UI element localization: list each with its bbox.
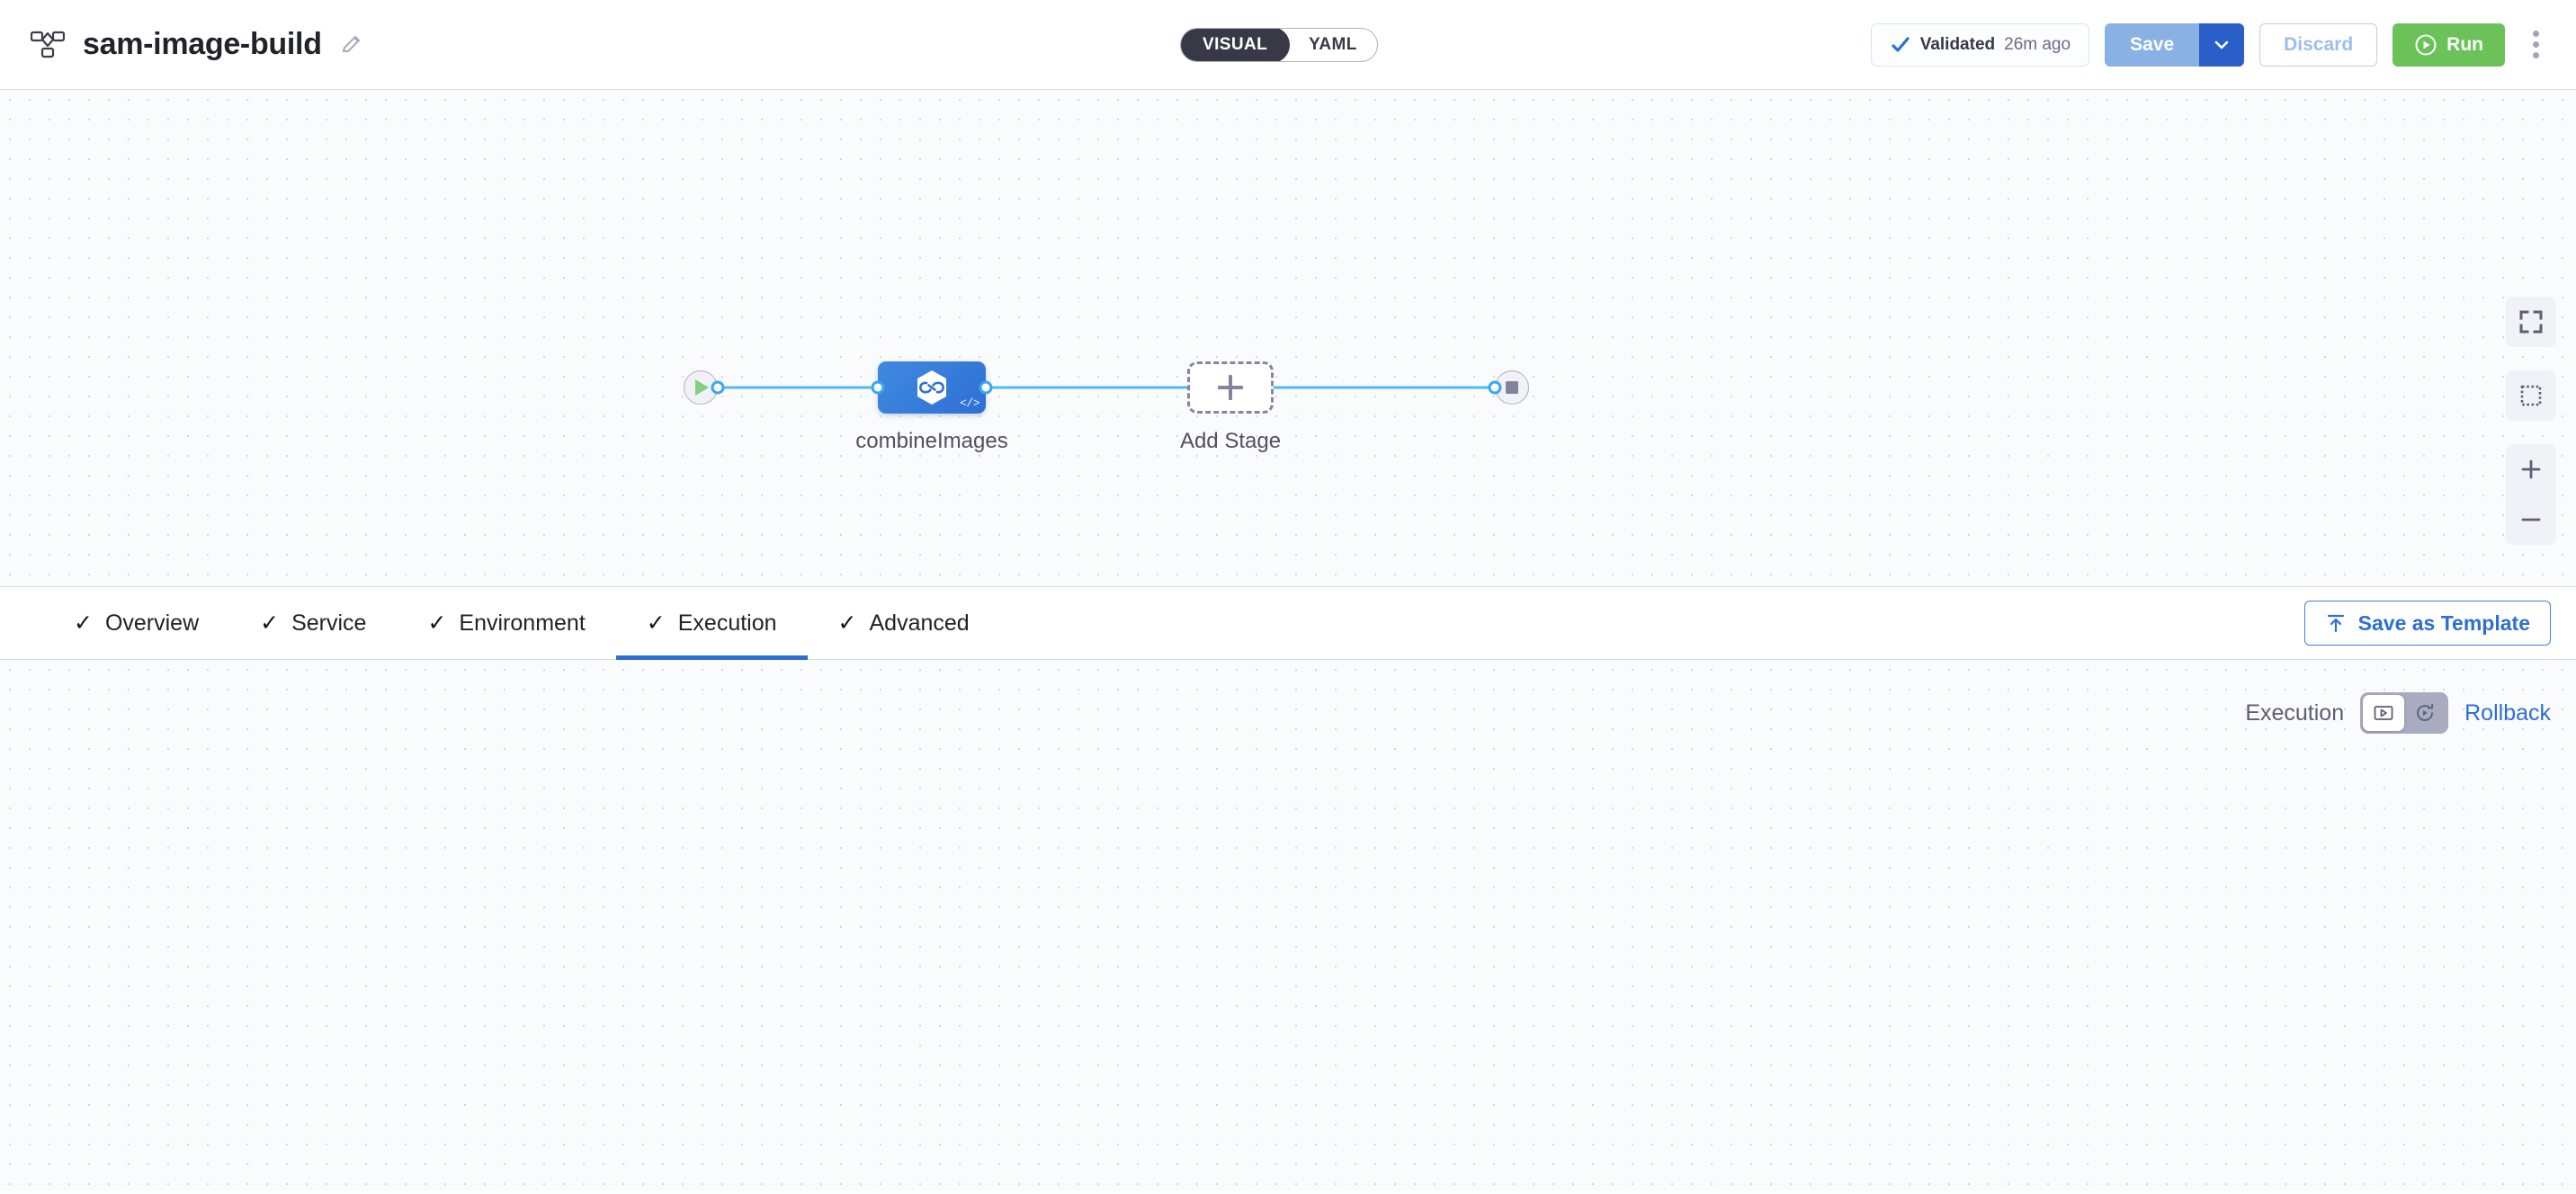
plus-icon xyxy=(1218,375,1243,400)
save-button[interactable]: Save xyxy=(2105,22,2200,67)
run-button[interactable]: Run xyxy=(2393,22,2505,67)
minus-icon xyxy=(2521,518,2541,521)
stage-node-label: combineImages xyxy=(855,429,1008,453)
edge-add-to-end xyxy=(1274,386,1500,389)
tab-execution-label: Execution xyxy=(677,610,777,636)
check-icon: ✓ xyxy=(74,610,93,636)
view-mode-toggle[interactable]: VISUAL YAML xyxy=(1180,27,1378,62)
tab-environment-label: Environment xyxy=(459,610,586,636)
stage-output-port[interactable] xyxy=(979,380,993,395)
edge-start-to-stage xyxy=(718,386,878,389)
save-as-template-label: Save as Template xyxy=(2357,610,2530,635)
expand-icon xyxy=(2519,310,2543,334)
stage-input-port[interactable] xyxy=(871,380,885,395)
canvas-controls xyxy=(2506,297,2556,545)
execution-toggle-label[interactable]: Execution xyxy=(2245,699,2345,726)
stage-node-body[interactable]: </> xyxy=(878,361,986,414)
save-dropdown-button[interactable] xyxy=(2199,22,2245,67)
tab-yaml-mode[interactable]: YAML xyxy=(1309,34,1357,54)
tab-visual-mode[interactable]: VISUAL xyxy=(1180,28,1291,61)
tab-service[interactable]: ✓ Service xyxy=(229,587,397,659)
zoom-in-button[interactable] xyxy=(2506,444,2556,495)
check-icon xyxy=(1892,36,1910,52)
add-stage-label: Add Stage xyxy=(1179,429,1282,453)
execution-rollback-toggle: Execution Rollback xyxy=(2245,692,2551,734)
tab-advanced-label: Advanced xyxy=(869,610,970,636)
app-header: sam-image-build VISUAL YAML Validated 26… xyxy=(0,0,2576,90)
tab-execution[interactable]: ✓ Execution xyxy=(615,587,808,660)
pencil-icon[interactable] xyxy=(338,31,365,58)
execution-play-box-icon[interactable] xyxy=(2363,695,2405,731)
save-button-group: Save xyxy=(2105,22,2245,67)
pipeline-nodes-icon xyxy=(29,26,67,64)
play-circle-icon xyxy=(2415,34,2437,55)
validated-timestamp: 26m ago xyxy=(2004,34,2071,54)
fit-to-screen-button[interactable] xyxy=(2506,297,2556,347)
tab-overview[interactable]: ✓ Overview xyxy=(43,587,229,659)
edge-stage-to-add xyxy=(986,386,1187,389)
tab-list: ✓ Overview ✓ Service ✓ Environment ✓ Exe… xyxy=(43,587,1000,660)
check-icon: ✓ xyxy=(260,610,280,636)
segmented-toggle[interactable] xyxy=(2360,692,2449,734)
zoom-controls xyxy=(2506,444,2556,545)
upload-template-icon xyxy=(2327,614,2344,633)
select-area-button[interactable] xyxy=(2506,370,2556,421)
kebab-menu-icon[interactable] xyxy=(2520,23,2551,67)
tab-environment[interactable]: ✓ Environment xyxy=(397,587,615,659)
harness-hexagon-icon xyxy=(917,370,946,405)
plus-icon xyxy=(2521,459,2541,479)
rollback-toggle-label[interactable]: Rollback xyxy=(2464,699,2551,726)
execution-graph-canvas[interactable]: Execution Rollback xyxy=(0,660,2576,1190)
zoom-out-button[interactable] xyxy=(2506,495,2556,545)
check-icon: ✓ xyxy=(837,610,857,636)
stage-end-node[interactable] xyxy=(1488,370,1529,405)
validated-label: Validated xyxy=(1919,34,1996,54)
add-stage-button[interactable] xyxy=(1187,361,1274,414)
status-badge-validated: Validated 26m ago xyxy=(1870,22,2090,67)
tab-service-label: Service xyxy=(291,610,367,636)
chevron-down-icon xyxy=(2214,40,2229,49)
check-icon: ✓ xyxy=(646,610,666,636)
tab-overview-label: Overview xyxy=(104,610,200,636)
pipeline-section-tabs: ✓ Overview ✓ Service ✓ Environment ✓ Exe… xyxy=(0,586,2576,660)
stage-node-combineimages[interactable]: </> combineImages xyxy=(855,361,1008,453)
stage-start-node[interactable] xyxy=(684,370,725,405)
header-actions: Validated 26m ago Save Discard Run xyxy=(1870,22,2551,67)
run-label: Run xyxy=(2446,33,2483,55)
header-left-group: sam-image-build xyxy=(29,26,365,64)
page-title: sam-image-build xyxy=(83,27,322,61)
dashed-square-icon xyxy=(2520,385,2542,406)
rollback-circular-arrow-icon[interactable] xyxy=(2404,695,2446,731)
check-icon: ✓ xyxy=(427,610,447,636)
stage-graph-canvas[interactable]: </> combineImages Add Stage xyxy=(0,90,2576,586)
start-node-port[interactable] xyxy=(711,380,725,395)
save-as-template-button[interactable]: Save as Template xyxy=(2303,601,2551,646)
add-stage-node[interactable]: Add Stage xyxy=(1180,361,1281,453)
end-node-port[interactable] xyxy=(1488,380,1502,395)
tab-advanced[interactable]: ✓ Advanced xyxy=(808,587,1000,659)
stage-code-badge: </> xyxy=(960,397,979,410)
discard-button[interactable]: Discard xyxy=(2259,22,2378,67)
